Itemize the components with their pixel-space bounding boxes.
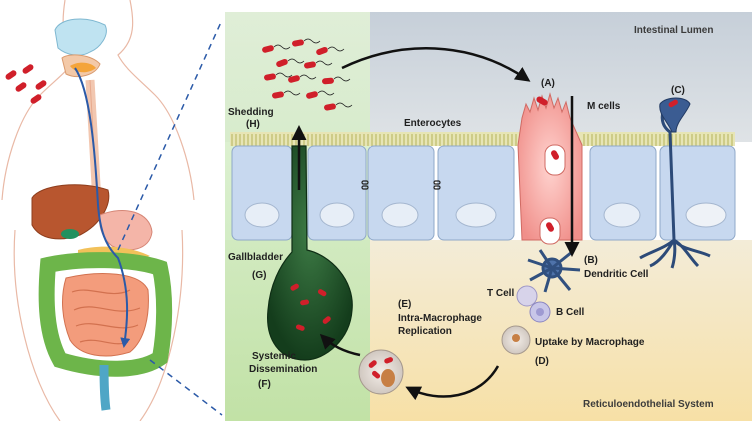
tight-junction (361, 180, 441, 190)
systemic-line2: Dissemination (249, 364, 318, 375)
zoom-line-bottom (149, 359, 223, 416)
bacterium-flagellum (283, 90, 301, 96)
bacterium (316, 46, 328, 56)
systemic-line1: Systemic (252, 351, 296, 362)
dendritic-cell-label: Dendritic Cell (584, 269, 649, 280)
t-cell (516, 285, 538, 307)
uptake-tag: (D) (535, 356, 549, 367)
bacterium (264, 73, 276, 81)
m-cells-tag: (A) (541, 78, 555, 89)
microvilli-layer (230, 132, 735, 146)
shedding-tag: (H) (246, 119, 260, 130)
dendritic-cell-tag: (B) (584, 255, 598, 266)
m-cell-vacuole (544, 144, 566, 176)
reticuloendothelial-label: Reticuloendothelial System (583, 399, 714, 410)
luminal-dendritic-process (639, 101, 711, 269)
small-intestine-folds (71, 289, 141, 345)
large-intestine (38, 252, 173, 377)
t-cell-label: T Cell (487, 288, 515, 299)
bacterium-flagellum (317, 90, 335, 96)
macrophage-replication-line2: Replication (398, 326, 452, 337)
bacterium-flagellum (287, 58, 305, 64)
enterocyte-row (231, 145, 736, 241)
bacterium-flagellum (315, 60, 333, 66)
bacterium (324, 103, 336, 111)
small-intestine (62, 273, 149, 357)
enterocytes-label: Enterocytes (404, 118, 462, 129)
gallbladder-label: Gallbladder (228, 252, 284, 263)
shedding-label: Shedding (228, 107, 274, 118)
gallbladder-bacteria (290, 283, 331, 331)
b-cell-label: B Cell (556, 307, 585, 318)
macrophage-replication (358, 349, 404, 395)
bacterium (306, 91, 318, 99)
bacterium (288, 75, 300, 83)
uptake-label: Uptake by Macrophage (535, 337, 645, 348)
systemic-tag: (F) (258, 379, 271, 390)
macrophage-replication-tag: (E) (398, 299, 412, 310)
bacterium-m-cell-entry (536, 96, 548, 106)
bacterium (272, 91, 284, 99)
infection-route-line (74, 67, 131, 348)
bacterium (276, 58, 288, 68)
bacterium-flagellum (333, 76, 351, 82)
zoom-line-top (117, 19, 223, 251)
right-panel (225, 12, 752, 421)
bacterium-flagellum (275, 72, 293, 78)
dendritic-cell (527, 249, 581, 293)
gallbladder-tag: (G) (252, 270, 267, 281)
arrow-to-m-cells (341, 47, 531, 82)
rectum (99, 364, 111, 411)
bacterium-flagellum (327, 46, 345, 52)
liver (31, 184, 110, 240)
m-cells-label: M cells (587, 101, 621, 112)
luminal-dendritic-body (659, 97, 691, 133)
lumen-bacteria (262, 38, 353, 111)
human-body-figure (1, 0, 195, 421)
bacterium-flagellum (299, 74, 317, 80)
bacterium (292, 39, 304, 47)
gallbladder-small (61, 229, 79, 239)
ingested-bacteria (5, 64, 47, 104)
luminal-dc-tag: (C) (671, 85, 685, 96)
macrophage-replication-line1: Intra-Macrophage (398, 313, 482, 324)
bacterium-flagellum (335, 102, 353, 108)
bacterium (304, 61, 316, 69)
body-lower-outline (13, 229, 184, 421)
gallbladder (267, 145, 353, 361)
bacterium-flagellum (303, 38, 321, 44)
arrow-to-replication (405, 365, 500, 401)
bacterium-flagellum (273, 44, 291, 50)
intestinal-lumen-label: Intestinal Lumen (634, 25, 714, 36)
arrow-to-gallbladder (319, 333, 361, 357)
bacterium (262, 45, 274, 53)
bacterium (322, 77, 334, 85)
nasal-cavity (54, 18, 107, 56)
